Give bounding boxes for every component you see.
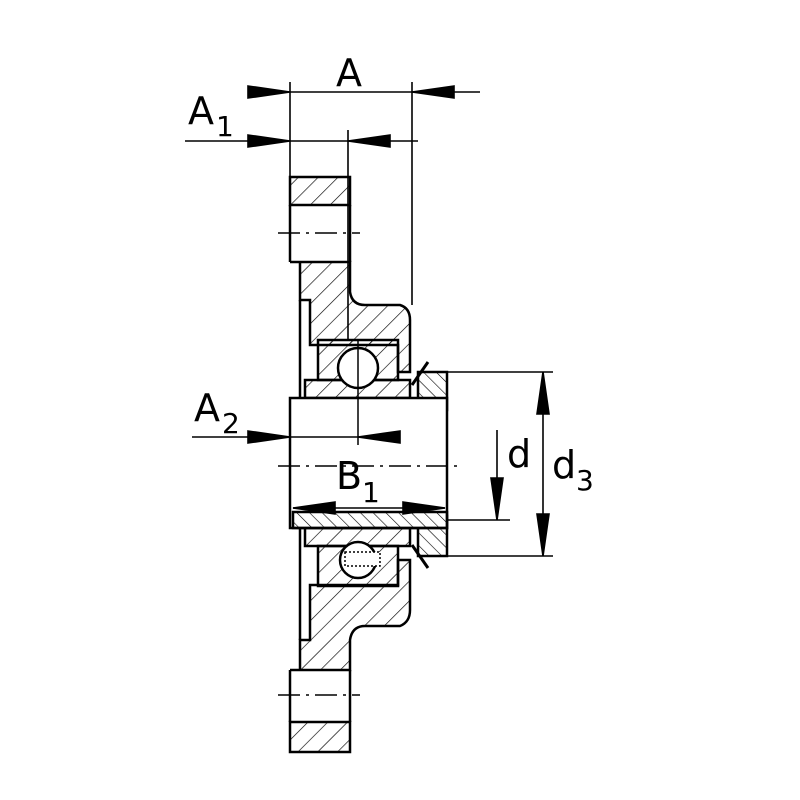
dimension-lines: [185, 82, 553, 557]
label-B1-sub: 1: [362, 476, 380, 509]
label-d: d: [507, 432, 531, 476]
label-A1-sub: 1: [216, 110, 234, 143]
label-A: A: [336, 51, 362, 95]
label-B1: B: [336, 454, 362, 498]
centerlines: [278, 232, 460, 696]
label-d3: d: [552, 443, 576, 487]
label-d3-sub: 3: [576, 464, 594, 497]
bearing-insert: [303, 338, 412, 588]
label-A2-sub: 2: [222, 407, 240, 440]
label-A2: A: [194, 386, 220, 430]
label-A1: A: [188, 89, 214, 133]
dimension-labels: A A 1 A 2 B 1 d d 3: [188, 51, 594, 509]
